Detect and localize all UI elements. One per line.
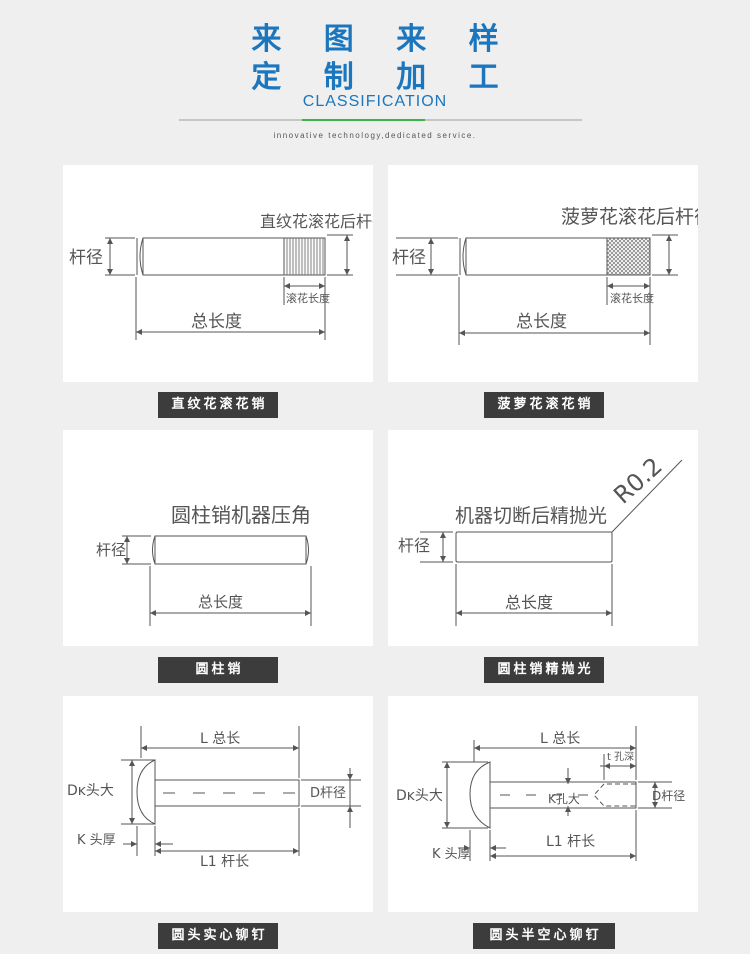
page-title: 来 图 来 样 <box>251 22 515 57</box>
note-label: 机器切断后精抛光 <box>455 505 607 527</box>
note-label: 直纹花滚花后杆径 <box>260 212 373 231</box>
head-thickness-label: K 头厚 <box>432 847 471 862</box>
rod-diameter-label: 杆径 <box>398 536 430 555</box>
polished-pin-drawing: 机器切断后精抛光 R0.2 杆径 总长度 <box>398 452 683 626</box>
caption-semi-hollow-rivet: 圆头半空心铆钉 <box>473 923 615 949</box>
head-thickness-label: K 头厚 <box>77 833 116 848</box>
divider-accent <box>302 119 425 121</box>
total-length-label: 总长度 <box>191 312 242 332</box>
total-length-label: 总长度 <box>198 593 243 611</box>
straight-knurl-drawing: 直纹花滚花后杆径 杆径 滚花长度 总长度 <box>69 212 373 340</box>
shank-length-label: L1 杆长 <box>200 854 249 870</box>
knurl-length-label: 滚花长度 <box>286 291 330 305</box>
diagram-straight-knurl-pin: 直纹花滚花后杆径 杆径 滚花长度 总长度 <box>63 165 373 382</box>
page-title-line2: 定 制 加 工 <box>251 60 515 95</box>
diagram-dowel-pin: 圆柱销机器压角 杆径 总长度 <box>63 430 373 646</box>
head-diameter-label: Dĸ头大 <box>396 788 443 804</box>
caption-solid-rivet: 圆头实心铆钉 <box>158 923 278 949</box>
solid-rivet-drawing: L 总长 Dĸ头大 D杆径 K 头厚 L1 杆长 <box>67 726 361 870</box>
caption-polished-dowel-pin: 圆柱销精抛光 <box>484 657 604 683</box>
head-diameter-label: Dĸ头大 <box>67 783 114 799</box>
caption-dowel-pin: 圆柱销 <box>158 657 278 683</box>
tagline: innovative technology,dedicated service. <box>273 131 477 140</box>
rod-diameter-label: D杆径 <box>652 789 685 803</box>
shank-length-label: L1 杆长 <box>546 834 595 850</box>
rod-diameter-label: 杆径 <box>96 541 126 559</box>
diagram-solid-rivet: L 总长 Dĸ头大 D杆径 K 头厚 L1 杆长 <box>63 696 373 912</box>
semi-hollow-rivet-drawing: L 总长 t 孔深 Dĸ头大 K孔大 D杆径 K 头厚 L1 杆长 <box>396 726 685 862</box>
hole-depth-label: t 孔深 <box>607 751 634 763</box>
note-label: 圆柱销机器压角 <box>171 503 311 527</box>
rod-diameter-label: 杆径 <box>69 248 103 268</box>
caption-straight-knurl-pin: 直纹花滚花销 <box>158 392 278 418</box>
hole-diameter-label: K孔大 <box>548 792 580 806</box>
total-length-label: L 总长 <box>540 731 580 747</box>
knurl-length-label: 滚花长度 <box>610 291 654 305</box>
total-length-label: 总长度 <box>505 593 553 612</box>
diamond-knurl-drawing: 菠萝花滚花后杆径 杆径 滚花长度 总长度 <box>392 206 698 345</box>
note-label: 菠萝花滚花后杆径 <box>561 206 698 228</box>
total-length-label: L 总长 <box>200 731 240 747</box>
dowel-pin-drawing: 圆柱销机器压角 杆径 总长度 <box>96 503 312 626</box>
caption-diamond-knurl-pin: 菠萝花滚花销 <box>484 392 604 418</box>
diagram-semi-hollow-rivet: L 总长 t 孔深 Dĸ头大 K孔大 D杆径 K 头厚 L1 杆长 <box>388 696 698 912</box>
diagram-diamond-knurl-pin: 菠萝花滚花后杆径 杆径 滚花长度 总长度 <box>388 165 698 382</box>
rod-diameter-label: 杆径 <box>392 248 426 268</box>
subtitle: CLASSIFICATION <box>302 93 448 110</box>
radius-label: R0.2 <box>608 452 667 510</box>
rod-diameter-label: D杆径 <box>310 786 346 801</box>
diagram-polished-dowel-pin: 机器切断后精抛光 R0.2 杆径 总长度 <box>388 430 698 646</box>
total-length-label: 总长度 <box>516 312 567 332</box>
